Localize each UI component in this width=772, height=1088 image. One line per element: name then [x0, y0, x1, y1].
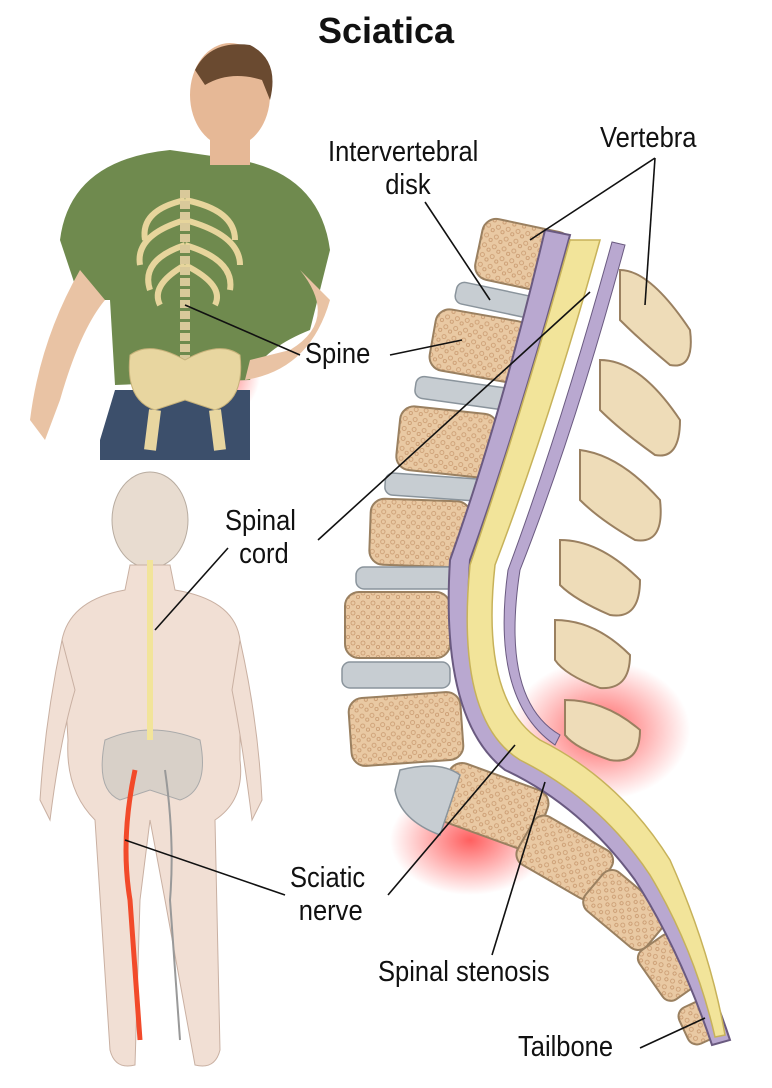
spinal-cord-nerves — [466, 239, 726, 1038]
man-figure — [30, 43, 330, 460]
sciatic-nerve-path — [123, 769, 143, 1041]
label-tailbone: Tailbone — [518, 1031, 614, 1063]
label-spinal-stenosis: Spinal stenosis — [378, 956, 550, 988]
page-title: Sciatica — [317, 10, 455, 51]
vertebra-processes — [554, 268, 692, 762]
label-vertebra: Vertebra — [600, 122, 697, 154]
label-spine: Spine — [305, 338, 371, 370]
spine-cross-section — [341, 217, 732, 1047]
ribcage — [136, 197, 243, 307]
intervertebral-disks — [341, 281, 546, 836]
back-figure — [39, 471, 263, 1067]
leader-lines — [124, 157, 706, 1049]
